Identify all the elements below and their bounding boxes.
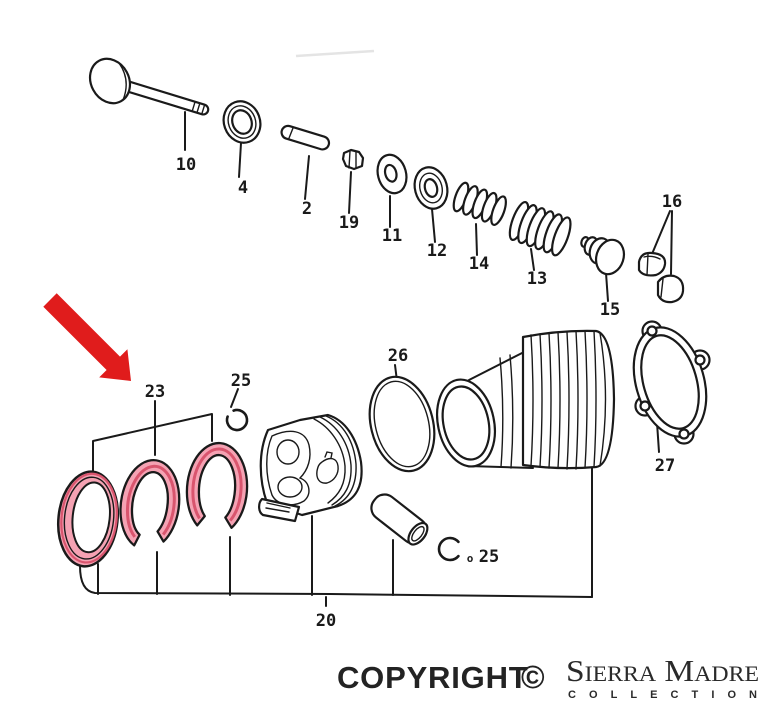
spring-seat-part xyxy=(413,166,449,210)
cylinder-part xyxy=(436,329,616,470)
wrist-pin-part xyxy=(370,493,429,546)
callout-labels: 10 4 2 19 11 12 14 13 15 16 23 25 26 27 … xyxy=(145,155,682,631)
callout-valve-guide: 2 xyxy=(302,199,312,219)
piston-part xyxy=(258,413,363,523)
callout-piston-rings: 23 xyxy=(145,382,165,402)
ring-set-bracket xyxy=(92,413,213,475)
callout-gasket: 27 xyxy=(655,456,675,476)
valve-guide-part xyxy=(280,124,331,151)
wrist-pin-clip-top xyxy=(225,408,249,432)
callout-spring-seat: 12 xyxy=(427,241,447,261)
brand-logo-text: Sierra Madre xyxy=(566,653,759,688)
gasket-part xyxy=(632,320,711,445)
valve-part xyxy=(88,57,210,116)
callout-inner-spring: 14 xyxy=(469,254,489,274)
piston-ring-top xyxy=(185,441,249,529)
copyright-text: COPYRIGHT xyxy=(337,660,529,695)
o-ring-part xyxy=(368,375,436,473)
highlight-arrow xyxy=(43,293,131,381)
callout-clip-bottom-prefix: o xyxy=(467,552,474,565)
brand-logo-subtitle: COLLECTION xyxy=(568,689,757,701)
callout-valve-keepers: 16 xyxy=(662,192,682,212)
wrist-pin-clip-bottom xyxy=(437,536,460,562)
callout-nut: 19 xyxy=(339,213,359,233)
callout-washer: 11 xyxy=(382,226,402,246)
nut-part xyxy=(341,148,365,171)
copyright-symbol: © xyxy=(521,659,545,695)
callout-clip-top: 25 xyxy=(231,371,251,391)
inner-spring-part xyxy=(452,181,507,227)
spring-retainer-part xyxy=(580,236,626,276)
piston-assembly-bracket xyxy=(79,467,593,607)
callout-spring-retainer: 15 xyxy=(600,300,620,320)
callout-clip-bottom: 25 xyxy=(479,547,499,567)
valve-seal-part xyxy=(222,100,262,144)
valve-keepers-part xyxy=(637,251,685,304)
callout-piston-assembly: 20 xyxy=(316,611,336,631)
scan-smudge xyxy=(295,49,375,58)
callout-valve: 10 xyxy=(176,155,196,175)
footer-watermark: COPYRIGHT © Sierra Madre COLLECTION xyxy=(337,653,759,701)
callout-valve-seal: 4 xyxy=(238,178,248,198)
outer-spring-part xyxy=(508,200,572,257)
callout-o-ring: 26 xyxy=(388,346,408,366)
piston-ring-oil xyxy=(56,470,120,568)
callout-outer-spring: 13 xyxy=(527,269,547,289)
piston-ring-middle xyxy=(119,458,181,547)
washer-part xyxy=(376,153,408,195)
